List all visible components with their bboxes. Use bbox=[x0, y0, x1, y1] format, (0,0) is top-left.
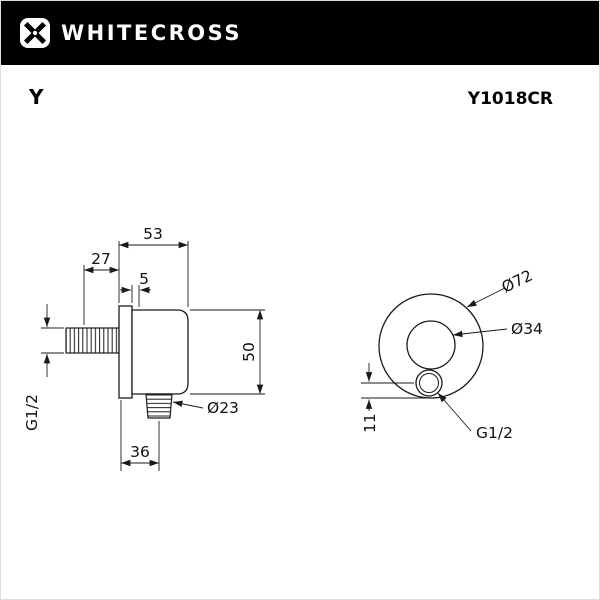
dim-plate-gap: 5 bbox=[120, 270, 151, 307]
outlet-thread-value: G1/2 bbox=[476, 424, 513, 442]
dim-outlet-offset: 36 bbox=[120, 400, 160, 471]
label-outer-diameter: Ø72 bbox=[466, 266, 536, 308]
outlet-thread-circle bbox=[419, 373, 439, 393]
dim-outlet-drop-value: 11 bbox=[361, 413, 379, 433]
product-row: Y Y1018CR bbox=[1, 85, 599, 109]
outlet-diameter-value: Ø23 bbox=[207, 399, 239, 417]
dim-wall-offset-value: 27 bbox=[91, 250, 111, 268]
label-outlet-thread: G1/2 bbox=[437, 392, 513, 442]
dim-total-depth: 53 bbox=[118, 225, 189, 307]
label-inner-diameter: Ø34 bbox=[452, 320, 543, 338]
model-number: Y1018CR bbox=[467, 89, 553, 109]
valve-body bbox=[131, 309, 189, 395]
inlet-thread-value: G1/2 bbox=[23, 394, 41, 431]
whitecross-logo-icon bbox=[20, 18, 50, 48]
outer-diameter-value: Ø72 bbox=[499, 266, 536, 296]
label-outlet-diameter: Ø23 bbox=[172, 399, 239, 417]
inlet-pipe-threads bbox=[65, 327, 120, 354]
dim-total-depth-value: 53 bbox=[143, 225, 163, 243]
dim-height: 50 bbox=[190, 309, 265, 395]
wall-plate bbox=[118, 305, 133, 399]
body-circle bbox=[406, 320, 456, 370]
side-view: 53 27 5 bbox=[23, 225, 265, 471]
inner-diameter-value: Ø34 bbox=[511, 320, 543, 338]
brand-name: WHITECROSS bbox=[61, 21, 242, 45]
technical-drawing: 53 27 5 bbox=[1, 141, 599, 599]
dim-wall-offset: 27 bbox=[83, 250, 119, 325]
brand-header: WHITECROSS bbox=[1, 1, 599, 65]
dim-outlet-offset-value: 36 bbox=[130, 443, 150, 461]
dim-plate-gap-value: 5 bbox=[139, 270, 149, 288]
dim-outlet-drop: 11 bbox=[361, 363, 427, 433]
series-label: Y bbox=[29, 85, 44, 109]
front-view: Ø72 Ø34 11 G1/2 bbox=[361, 266, 543, 442]
dim-inlet-thread: G1/2 bbox=[23, 304, 64, 431]
outlet-threads bbox=[145, 393, 173, 419]
dim-height-value: 50 bbox=[240, 342, 258, 362]
